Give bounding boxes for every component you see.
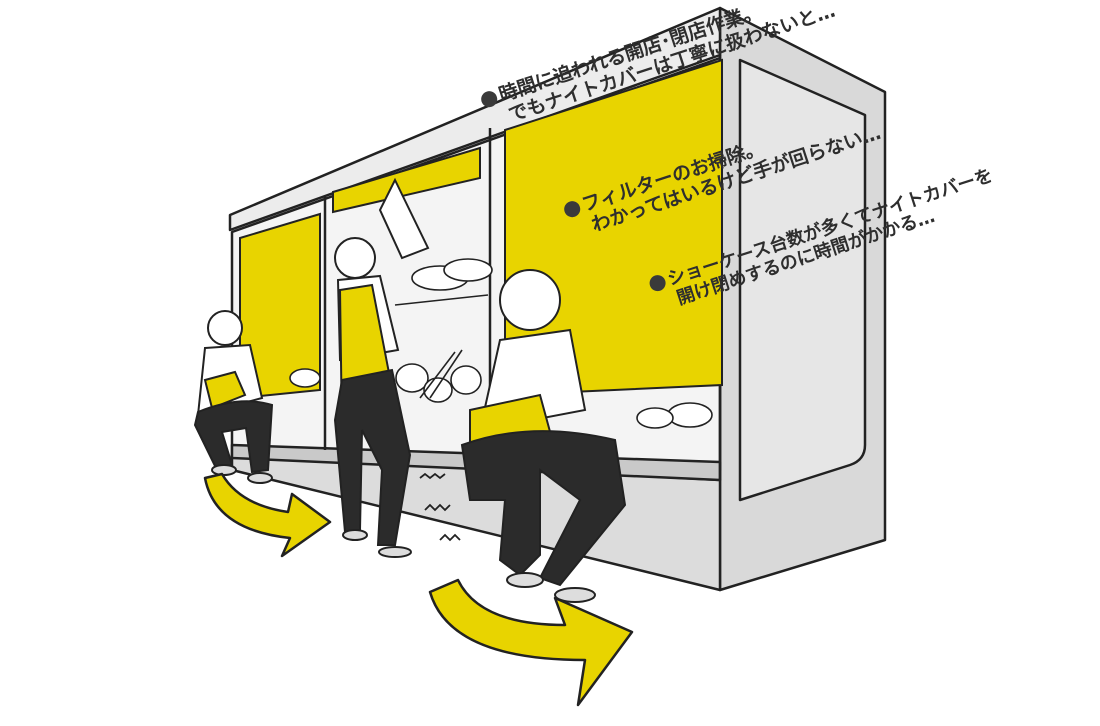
bullet-icon xyxy=(647,273,668,294)
night-cover-middle xyxy=(332,146,481,214)
worker-left xyxy=(193,310,274,484)
vibration-icon xyxy=(419,472,461,542)
arrow-icon xyxy=(203,472,634,707)
bullet-icon xyxy=(562,199,583,220)
night-covers xyxy=(239,58,723,400)
worker-middle xyxy=(333,177,430,558)
merchandise xyxy=(289,258,713,429)
bullet-icon xyxy=(479,89,500,110)
worker-right xyxy=(460,269,627,603)
